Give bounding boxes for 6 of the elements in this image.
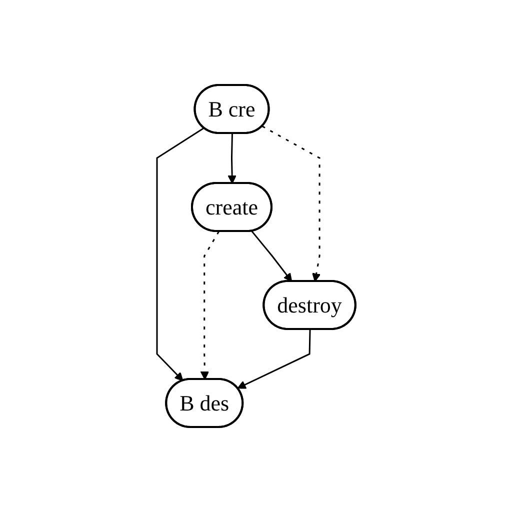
arrow <box>251 230 292 282</box>
arrow <box>227 133 236 184</box>
arrow <box>262 126 320 282</box>
arrow <box>200 231 220 380</box>
arrow <box>237 329 311 389</box>
arrow <box>156 127 204 382</box>
